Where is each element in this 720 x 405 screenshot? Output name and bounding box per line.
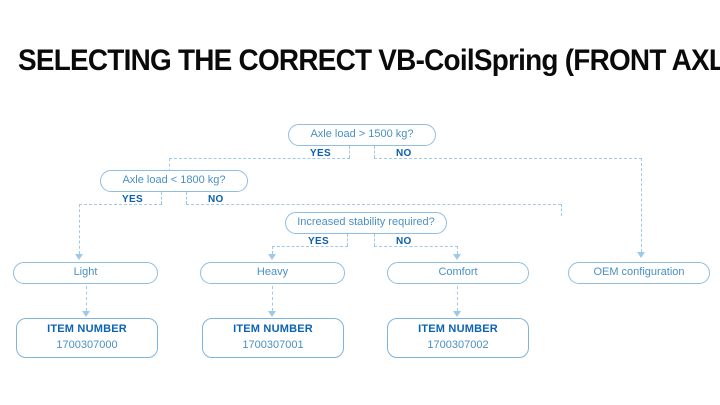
connector-1800-yes-drop [79,204,80,254]
connector-comfort-to-item [457,286,458,311]
connector-1500-no-stub [374,146,375,158]
connector-comfort-to-item-arrowhead [453,311,461,317]
result-heavy[interactable]: Heavy [200,262,345,284]
item-number-box-light[interactable]: ITEM NUMBER 1700307000 [16,318,158,358]
connector-1500-yes-stub [349,146,350,158]
connector-stability-no-horizontal [374,246,458,247]
result-heavy-label: Heavy [256,266,289,279]
decision-axle-load-1800-label: Axle load < 1800 kg? [122,174,226,187]
connector-1800-yes-stub [161,192,162,204]
connector-1500-no-horizontal [374,158,642,159]
branch-label-stability-yes: YES [308,236,329,247]
connector-heavy-to-item [272,286,273,311]
result-oem-configuration[interactable]: OEM configuration [568,262,710,284]
decision-increased-stability[interactable]: Increased stability required? [285,212,447,234]
item-number-box-comfort[interactable]: ITEM NUMBER 1700307002 [387,318,529,358]
result-light-label: Light [73,266,98,279]
branch-label-1500-yes: YES [310,148,331,159]
connector-1800-no-horizontal [186,204,561,205]
item-number-title-heavy: ITEM NUMBER [233,323,313,336]
branch-label-1500-no: NO [396,148,412,159]
decision-axle-load-1500-label: Axle load > 1500 kg? [310,128,414,141]
connector-1500-no-arrowhead [637,252,645,258]
connector-1500-yes-drop [169,158,170,172]
connector-1800-yes-arrowhead [75,254,83,260]
connector-stability-yes-stub [347,234,348,246]
branch-label-1800-no: NO [208,194,224,205]
item-number-value-comfort: 1700307002 [427,339,489,351]
connector-1800-no-drop [561,204,562,216]
result-oem-label: OEM configuration [593,266,685,279]
connector-1800-no-stub [186,192,187,204]
decision-increased-stability-label: Increased stability required? [297,216,435,229]
result-comfort-label: Comfort [438,266,478,279]
connector-stability-yes-arrowhead [268,254,276,260]
decision-axle-load-1500[interactable]: Axle load > 1500 kg? [288,124,436,146]
item-number-box-heavy[interactable]: ITEM NUMBER 1700307001 [202,318,344,358]
connector-stability-no-stub [374,234,375,246]
connector-stability-no-arrowhead [453,254,461,260]
branch-label-1800-yes: YES [122,194,143,205]
connector-1800-yes-horizontal [79,204,162,205]
connector-light-to-item-arrowhead [82,311,90,317]
connector-stability-yes-horizontal [272,246,348,247]
branch-label-stability-no: NO [396,236,412,247]
connector-light-to-item [86,286,87,311]
item-number-value-heavy: 1700307001 [242,339,304,351]
item-number-title-comfort: ITEM NUMBER [418,323,498,336]
page-title: SELECTING THE CORRECT VB-CoilSpring (FRO… [18,44,720,77]
item-number-title-light: ITEM NUMBER [47,323,127,336]
connector-stability-no-drop [457,246,458,254]
connector-1500-yes-horizontal [169,158,350,159]
decision-axle-load-1800[interactable]: Axle load < 1800 kg? [100,170,248,192]
result-light[interactable]: Light [13,262,158,284]
result-comfort[interactable]: Comfort [387,262,529,284]
connector-stability-yes-drop [272,246,273,254]
item-number-value-light: 1700307000 [56,339,118,351]
connector-heavy-to-item-arrowhead [268,311,276,317]
connector-1500-no-drop [641,158,642,252]
